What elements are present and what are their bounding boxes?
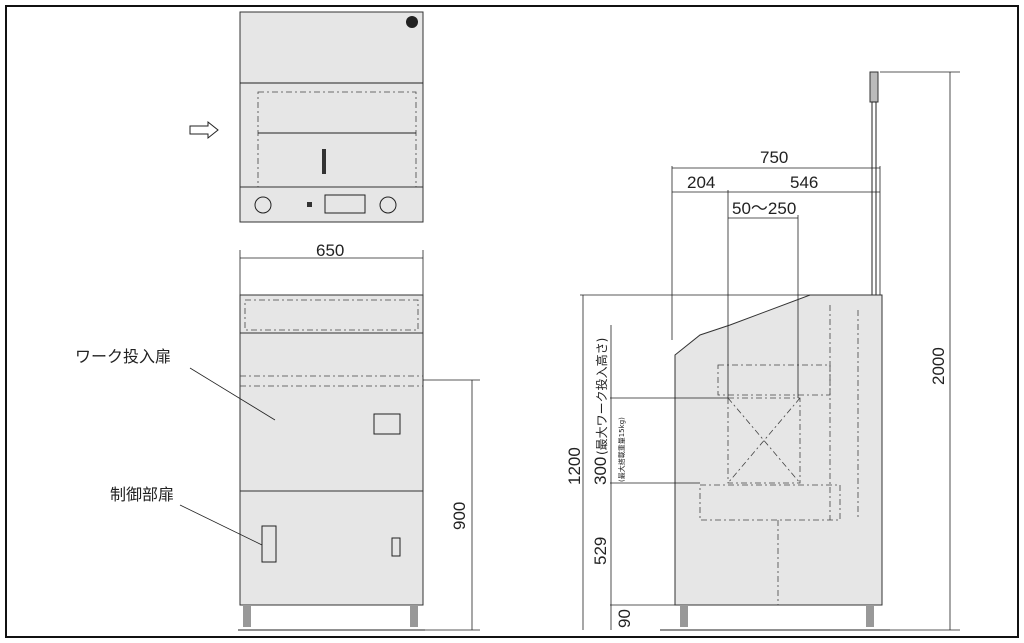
top-view xyxy=(189,11,424,223)
dimension-range: 50〜250 xyxy=(732,199,796,218)
dimension-546: 546 xyxy=(790,173,818,192)
work-height-note: (最大ワーク投入高さ) xyxy=(594,338,609,455)
corner-knob-icon xyxy=(406,16,418,28)
dimension-1200: 1200 xyxy=(565,447,584,485)
front-view: 650 900 ワーク投入扉 制御部扉 xyxy=(75,241,480,631)
dimension-2000: 2000 xyxy=(929,347,948,385)
dimension-90: 90 xyxy=(615,609,634,628)
dimension-204: 204 xyxy=(687,173,715,192)
drawing-frame xyxy=(5,5,1019,638)
work-door[interactable] xyxy=(239,332,424,492)
dimension-300: 300 xyxy=(591,457,610,485)
entry-arrow-icon xyxy=(189,120,219,140)
label-control-door: 制御部扉 xyxy=(110,485,174,504)
max-load-note: (最大搭載重量15kg) xyxy=(617,417,626,482)
dimension-900: 900 xyxy=(450,502,469,530)
side-view: 750 204 546 50〜250 2000 1200 300 (最大ワーク投… xyxy=(565,71,960,631)
dimension-529: 529 xyxy=(591,537,610,565)
control-door[interactable] xyxy=(239,490,424,606)
dimension-750: 750 xyxy=(760,148,788,167)
dimension-650: 650 xyxy=(316,241,344,260)
label-work-door: ワーク投入扉 xyxy=(75,347,171,366)
